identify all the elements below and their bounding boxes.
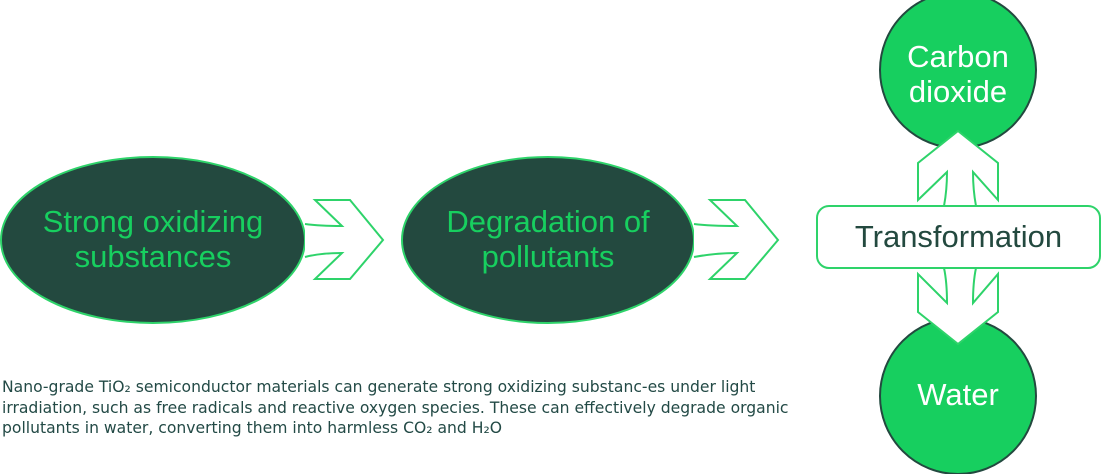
arrow-up: [917, 129, 999, 207]
transformation-label: Transformation: [854, 218, 1063, 254]
oxidizing-label: Strong oxidizing substances: [42, 204, 264, 274]
degradation-label: Degradation of pollutants: [446, 204, 650, 274]
arrow-right-2: [693, 199, 780, 280]
transformation-box: [816, 205, 1101, 269]
water-label: Water: [917, 376, 999, 412]
description-text: Nano-grade TiO₂ semiconductor materials …: [2, 378, 789, 437]
arrow-right-1: [304, 199, 385, 280]
carbon-dioxide-label: Carbon dioxide: [907, 39, 1009, 109]
arrow-down: [917, 267, 999, 346]
